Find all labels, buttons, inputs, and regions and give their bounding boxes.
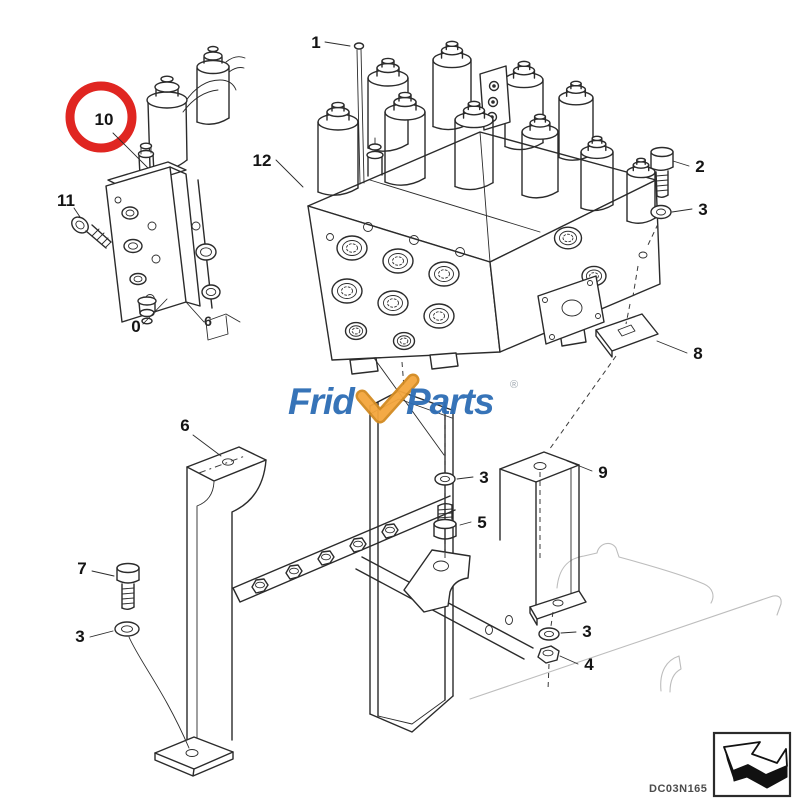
leader-line xyxy=(459,521,472,526)
highlight-circle xyxy=(65,81,137,153)
direction-arrow-shadow xyxy=(732,764,788,789)
washer-3a xyxy=(650,204,672,220)
solenoid-cap xyxy=(196,45,230,125)
left-fastener-stack: 6 7 3 xyxy=(75,416,222,749)
leader-line xyxy=(559,655,579,665)
logo-text-left: Frid xyxy=(288,381,356,422)
bottom-plug xyxy=(137,296,157,325)
callout-3d: 3 xyxy=(582,622,591,641)
plate-8 xyxy=(595,313,659,358)
machine-frame-outline xyxy=(469,542,782,700)
leader-line xyxy=(112,132,149,169)
leader-line xyxy=(89,630,114,638)
solenoid-cap xyxy=(317,101,359,196)
pin-1 xyxy=(353,42,365,185)
registered-mark: ® xyxy=(510,379,518,391)
bracket-9 xyxy=(499,451,587,626)
valve-right-face xyxy=(489,179,661,353)
leader-line xyxy=(456,476,474,480)
leader-line xyxy=(73,207,81,218)
callout-9: 9 xyxy=(598,463,607,482)
bolt-11 xyxy=(71,216,112,249)
bottom-fastener-stack: 9 3 4 xyxy=(537,460,608,691)
bolt-5 xyxy=(433,503,457,540)
relief-valve xyxy=(366,137,384,177)
logo-check-icon-inner xyxy=(358,376,417,421)
leader-line xyxy=(192,434,222,457)
callout-10: 10 xyxy=(95,110,114,129)
drawing-code: DC03N165 xyxy=(649,783,707,795)
washer-3b xyxy=(114,621,140,637)
leader-line xyxy=(560,631,577,634)
leader-line xyxy=(566,460,593,472)
nut-4 xyxy=(537,645,560,664)
footer: DC03N165 xyxy=(649,731,792,798)
leader-line xyxy=(142,298,168,325)
washer-3d xyxy=(538,627,560,641)
center-fastener-stack: 3 5 xyxy=(373,357,489,560)
leader-line xyxy=(275,159,304,188)
leader-line xyxy=(91,570,115,577)
leader-line xyxy=(324,41,351,47)
bracket-6 xyxy=(154,446,267,777)
nut xyxy=(349,537,367,553)
callout-7: 7 xyxy=(77,559,86,578)
logo-text-right: Parts xyxy=(406,381,494,422)
right-fastener-stack: 2 3 8 xyxy=(548,146,708,451)
callout-11: 11 xyxy=(57,191,75,210)
mounting-frame xyxy=(154,390,587,777)
leader-line xyxy=(656,340,688,354)
callout-4: 4 xyxy=(584,655,594,674)
fridayparts-watermark: Frid Parts ® xyxy=(288,373,518,424)
main-valve-assembly: 1 12 xyxy=(253,33,661,375)
callout-6: 6 xyxy=(180,416,189,435)
valve-section-detail-view: 10 11 0 6 xyxy=(57,45,246,341)
mounting-flange xyxy=(537,275,605,345)
callout-3a: 3 xyxy=(698,200,707,219)
bolt-2 xyxy=(650,146,674,198)
washer-3c xyxy=(434,472,456,486)
frame-strip xyxy=(232,495,456,603)
callout-2: 2 xyxy=(695,157,704,176)
adjacent-valve-section xyxy=(185,179,241,341)
callout-0: 0 xyxy=(131,317,140,336)
callout-partial: 6 xyxy=(204,313,212,329)
callout-5: 5 xyxy=(477,513,486,532)
leader-line xyxy=(671,208,693,213)
small-bracket xyxy=(403,549,471,613)
direction-arrow-box xyxy=(712,731,792,798)
valve-block xyxy=(105,161,201,323)
callout-1: 1 xyxy=(311,33,320,52)
callout-12: 12 xyxy=(253,151,272,170)
direction-arrow-side xyxy=(724,747,734,781)
callout-8: 8 xyxy=(693,344,702,363)
leader-line xyxy=(672,160,690,167)
bolt-7 xyxy=(116,562,140,610)
callout-3b: 3 xyxy=(75,627,84,646)
callout-3c: 3 xyxy=(479,468,488,487)
